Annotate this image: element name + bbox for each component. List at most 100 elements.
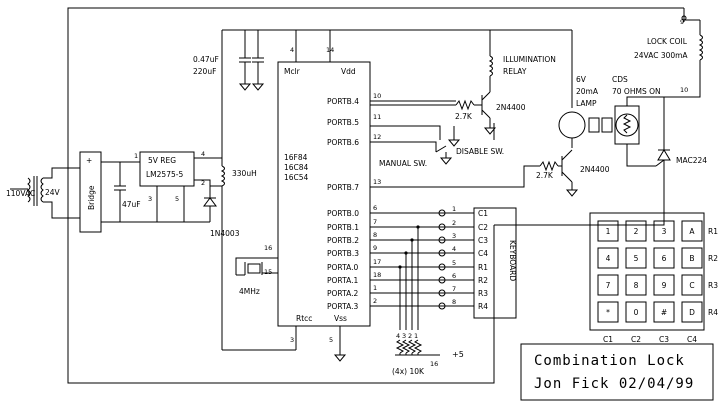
diode-label: 1N4003 [210, 229, 240, 238]
mcu-pin-name: PORTB.7 [327, 183, 359, 192]
mcu-pin-name: PORTA.2 [327, 289, 358, 298]
bridge-label: Bridge [87, 185, 96, 210]
mcu-vdd-label: Vdd [341, 67, 356, 76]
regulator-part: LM2575-5 [146, 170, 183, 179]
keypad-key [597, 301, 619, 323]
relay-label-2: RELAY [503, 67, 527, 76]
keypad-row-label: R1 [708, 227, 718, 236]
connector-pin-number: 8 [452, 298, 456, 306]
cds-label: CDS [612, 75, 628, 84]
keypad-key-label: 7 [606, 281, 611, 290]
connector-pin-name: R4 [478, 302, 488, 311]
keypad-key [653, 274, 675, 296]
coil-pin-10: 10 [680, 86, 688, 94]
mcu-pin-number: 8 [373, 231, 377, 239]
connector-pin-name: R1 [478, 263, 488, 272]
coil-pin-9: 9 [680, 18, 684, 26]
pullup-resistor [413, 339, 423, 354]
junction-dot [398, 265, 402, 269]
connector-pin-number: 7 [452, 285, 456, 293]
microcontroller: 4 14 Mclr Vdd 16F84 16C84 16C54 Rtcc Vss… [222, 46, 470, 362]
keypad-key-label: 0 [634, 308, 639, 317]
keypad-key-label: 8 [634, 281, 639, 290]
coil-rating: 24VAC 300mA [634, 51, 688, 60]
mcu-pin-number: 11 [373, 113, 381, 121]
lock-resistor-label: 2.7K [536, 171, 554, 180]
vdd-rail: 0.47uF 220uF [193, 29, 572, 91]
pullup-resistor [401, 339, 411, 354]
mcu-pin-4: 4 [290, 46, 294, 54]
mcu-pin-number: 12 [373, 133, 381, 141]
mcu-pin-number: 9 [373, 244, 377, 252]
keypad-key [597, 247, 619, 269]
pullup-label: (4x) 10K [392, 367, 425, 376]
keypad-row-label: R4 [708, 308, 718, 317]
pullup-resistor [395, 339, 405, 354]
connector-pin-name: R3 [478, 289, 488, 298]
input-cap-label: 47uF [122, 200, 141, 209]
connector-pin-number: 4 [452, 245, 456, 253]
keypad-col-label: C1 [603, 335, 613, 344]
keypad-key [625, 247, 647, 269]
mcu-pin-number: 10 [373, 92, 381, 100]
connector-pin-name: C1 [478, 209, 488, 218]
author-date-text: Jon Fick 02/04/99 [534, 376, 694, 392]
junction-dot [404, 251, 408, 255]
pullup-common-pin: 16 [430, 360, 438, 368]
ac-input-label: 110VAC [6, 189, 35, 198]
lamp-and-cds: 6V 20mA LAMP CDS 70 OHMS ON [558, 30, 664, 167]
mcu-part-2: 16C84 [284, 163, 309, 172]
switches: MANUAL SW. DISABLE SW. [370, 125, 504, 168]
keypad-key-label: 2 [634, 227, 639, 236]
keypad-key [681, 220, 703, 242]
inductor: 330uH [210, 30, 257, 350]
reg-pin-5: 5 [175, 195, 179, 203]
crystal: 16 15 4MHz [235, 244, 278, 296]
input-capacitor: 47uF [114, 162, 141, 222]
bypass-cap-2-label: 220uF [193, 67, 216, 76]
lock-transistor-label: 2N4400 [580, 165, 610, 174]
mcu-pin-name: PORTA.3 [327, 302, 358, 311]
lamp-current: 20mA [576, 87, 599, 96]
connector-pin-name: C4 [478, 249, 488, 258]
mcu-part-3: 16C54 [284, 173, 309, 182]
connector-pin-number: 5 [452, 259, 456, 267]
outer-wiring [67, 7, 685, 384]
inductor-label: 330uH [232, 169, 257, 178]
catch-diode: 1N4003 [203, 186, 240, 238]
keypad-key [625, 274, 647, 296]
keypad-key-label: 3 [662, 227, 667, 236]
keyboard-label: KEYBOARD [508, 240, 517, 281]
crystal-label: 4MHz [239, 287, 260, 296]
keypad-key [625, 220, 647, 242]
coil-label: LOCK COIL [647, 37, 688, 46]
keypad-key [653, 220, 675, 242]
mcu-pin-14: 14 [326, 46, 334, 54]
illumination-relay-driver: 2.7K 2N4400 ILLUMINATION RELAY [370, 30, 556, 135]
mcu-pin-5: 5 [329, 336, 333, 344]
mcu-pin-name: PORTB.1 [327, 223, 359, 232]
keypad-key-label: 9 [662, 281, 667, 290]
connector-pin-number: 3 [452, 232, 456, 240]
connector-pin-name: C2 [478, 223, 488, 232]
keypad-key [653, 247, 675, 269]
keypad-key [681, 274, 703, 296]
mcu-pin-number: 13 [373, 178, 381, 186]
pullup-pin-2: 2 [408, 332, 412, 340]
mcu-pin-number: 17 [373, 258, 381, 266]
keypad-key-label: B [689, 254, 694, 263]
mcu-pin-name: PORTA.0 [327, 263, 358, 272]
lock-driver: 2.7K 2N4400 MAC224 [370, 97, 707, 226]
mcu-pin-name: PORTB.3 [327, 249, 359, 258]
relay-transistor-label: 2N4400 [496, 103, 526, 112]
connector-pin-number: 6 [452, 272, 456, 280]
connector-pin-number: 1 [452, 205, 456, 213]
keypad-key-label: A [689, 227, 695, 236]
mcu-part-1: 16F84 [284, 153, 308, 162]
manual-switch-label: MANUAL SW. [379, 159, 427, 168]
connector-pin-name: C3 [478, 236, 488, 245]
